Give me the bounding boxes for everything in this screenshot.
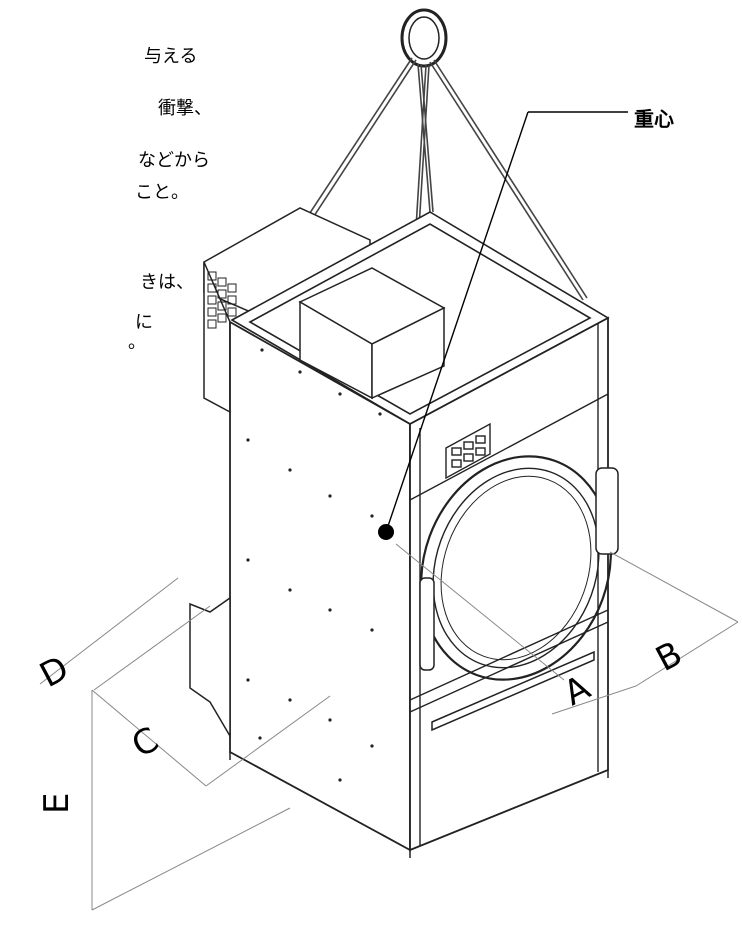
door-handle <box>419 577 435 671</box>
internal-duct-box <box>298 267 446 400</box>
lifting-ring <box>400 8 448 68</box>
door-hinge <box>595 467 619 555</box>
drum-door <box>420 455 612 681</box>
dim-label-e: E <box>37 793 77 814</box>
dim-label-c: C <box>125 719 165 765</box>
dimension-lines <box>39 543 739 911</box>
rear-duct <box>189 596 231 739</box>
dim-label-d: D <box>33 648 75 696</box>
center-of-gravity-label: 重心 <box>634 107 674 131</box>
control-panel <box>445 422 491 480</box>
panel-rivets <box>246 348 382 782</box>
